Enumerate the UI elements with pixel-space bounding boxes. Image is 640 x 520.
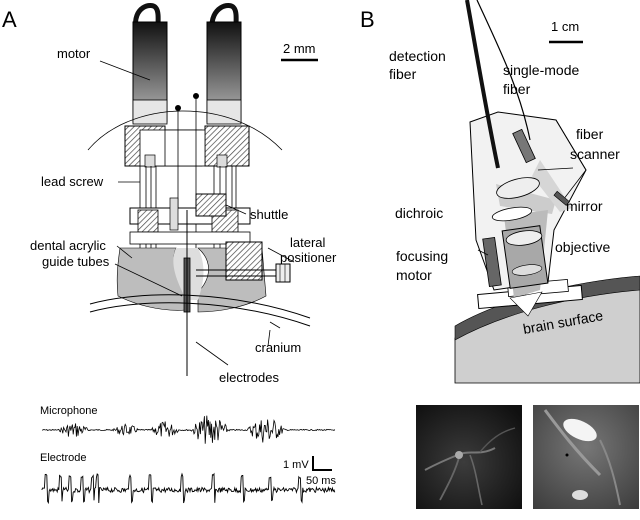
label-single-mode-line2: fiber	[503, 81, 531, 97]
shuttle-block	[195, 193, 227, 217]
microphone-trace	[41, 415, 336, 444]
label-electrodes: electrodes	[219, 370, 279, 385]
label-dental-acrylic: dental acrylic	[30, 238, 106, 253]
trace-scale-bar	[312, 456, 332, 471]
label-lead-screw: lead screw	[41, 174, 104, 189]
trace-label-microphone: Microphone	[40, 405, 97, 417]
label-focusing-line1: focusing	[396, 248, 448, 264]
dichroic-element	[491, 206, 533, 222]
lateral-positioner-block	[225, 241, 263, 281]
label-focusing-line2: motor	[396, 267, 432, 283]
electrode-trace	[41, 472, 336, 505]
label-detection-line1: detection	[389, 48, 446, 64]
panel-a: A 2 mm	[2, 3, 337, 505]
single-mode-fiber	[476, 0, 531, 141]
label-mirror: mirror	[566, 198, 603, 214]
micrograph-left	[416, 405, 522, 509]
label-lateral-line1: lateral	[290, 235, 326, 250]
panel-b-scale-label: 1 cm	[551, 19, 579, 34]
head-arc	[87, 110, 283, 151]
fiber-scanner	[512, 128, 536, 164]
label-single-mode-line1: single-mode	[503, 62, 579, 78]
lens-upper	[496, 177, 540, 199]
panel-a-scale-label: 2 mm	[283, 41, 316, 56]
label-dichroic: dichroic	[395, 205, 443, 221]
label-fiber-scanner-line2: scanner	[570, 146, 620, 162]
mirror	[553, 190, 570, 206]
motor-cable-left	[133, 3, 161, 31]
micrograph-right	[533, 405, 639, 509]
trace-label-electrode: Electrode	[40, 452, 86, 464]
panel-b-letter: B	[360, 7, 375, 32]
label-detection-line2: fiber	[389, 66, 417, 82]
motor-cable-right	[209, 3, 239, 31]
panel-b: B 1 cm	[360, 0, 640, 509]
lateral-positioner-knob	[275, 263, 291, 283]
detection-fiber	[465, 0, 500, 169]
objective-lens	[505, 230, 543, 246]
trace-scale-time: 50 ms	[306, 475, 336, 487]
label-lateral-line2: positioner	[280, 250, 337, 265]
focusing-motor	[482, 236, 502, 288]
cranium-inner	[89, 302, 311, 327]
label-motor: motor	[57, 46, 91, 61]
label-objective: objective	[555, 239, 610, 255]
label-guide-tubes: guide tubes	[42, 254, 110, 269]
label-cranium: cranium	[255, 340, 301, 355]
trace-scale-voltage: 1 mV	[283, 459, 309, 471]
panel-a-letter: A	[2, 7, 17, 32]
label-shuttle: shuttle	[250, 207, 288, 222]
label-fiber-scanner-line1: fiber	[576, 126, 604, 142]
cranium-outer	[89, 294, 311, 319]
